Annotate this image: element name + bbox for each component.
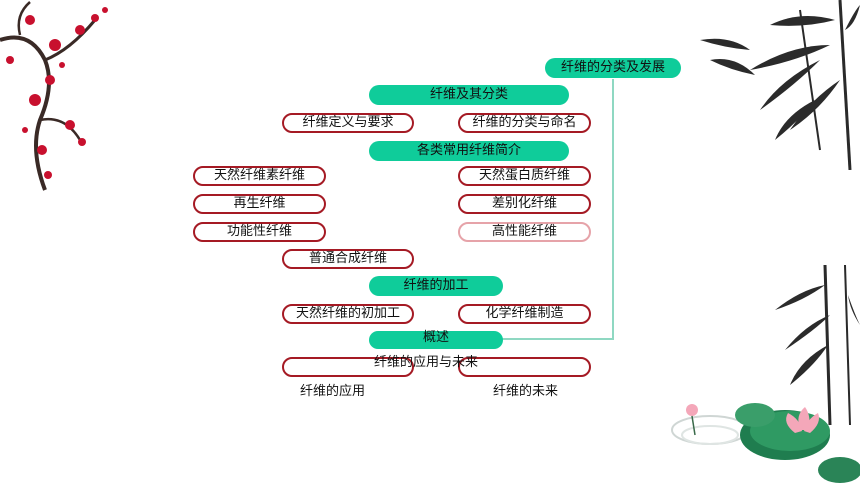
root-node[interactable]: 纤维的分类及发展 xyxy=(545,58,681,78)
node-applications-box[interactable] xyxy=(282,357,414,377)
lotus-pond-decoration xyxy=(671,403,860,483)
node-future-box[interactable] xyxy=(458,357,591,377)
node-chemical-manufacturing[interactable]: 化学纤维制造 xyxy=(458,304,591,324)
node-differential[interactable]: 差别化纤维 xyxy=(458,194,591,214)
node-high-performance[interactable]: 高性能纤维 xyxy=(458,222,591,242)
section-title-1[interactable]: 纤维及其分类 xyxy=(369,85,569,105)
plum-blossom-decoration xyxy=(0,1,108,191)
node-natural-cellulose[interactable]: 天然纤维素纤维 xyxy=(193,166,326,186)
node-applications-label: 纤维的应用 xyxy=(300,384,366,399)
node-fiber-definition[interactable]: 纤维定义与要求 xyxy=(282,113,414,133)
bamboo-decoration-bottom xyxy=(775,265,860,425)
node-synthetic[interactable]: 普通合成纤维 xyxy=(282,249,414,269)
node-fiber-classification[interactable]: 纤维的分类与命名 xyxy=(458,113,591,133)
bamboo-decoration-top xyxy=(700,0,860,170)
section-title-4[interactable]: 概述 xyxy=(369,331,503,349)
node-functional[interactable]: 功能性纤维 xyxy=(193,222,326,242)
section-title-2[interactable]: 各类常用纤维简介 xyxy=(369,141,569,161)
node-natural-protein[interactable]: 天然蛋白质纤维 xyxy=(458,166,591,186)
root-connector-vertical xyxy=(612,79,614,339)
node-regenerated[interactable]: 再生纤维 xyxy=(193,194,326,214)
node-future-label: 纤维的未来 xyxy=(493,384,559,399)
section-title-3[interactable]: 纤维的加工 xyxy=(369,276,503,296)
section-4-subtitle: 纤维的应用与未来 xyxy=(374,355,479,370)
node-primary-processing[interactable]: 天然纤维的初加工 xyxy=(282,304,414,324)
root-connector-horizontal xyxy=(430,338,614,340)
